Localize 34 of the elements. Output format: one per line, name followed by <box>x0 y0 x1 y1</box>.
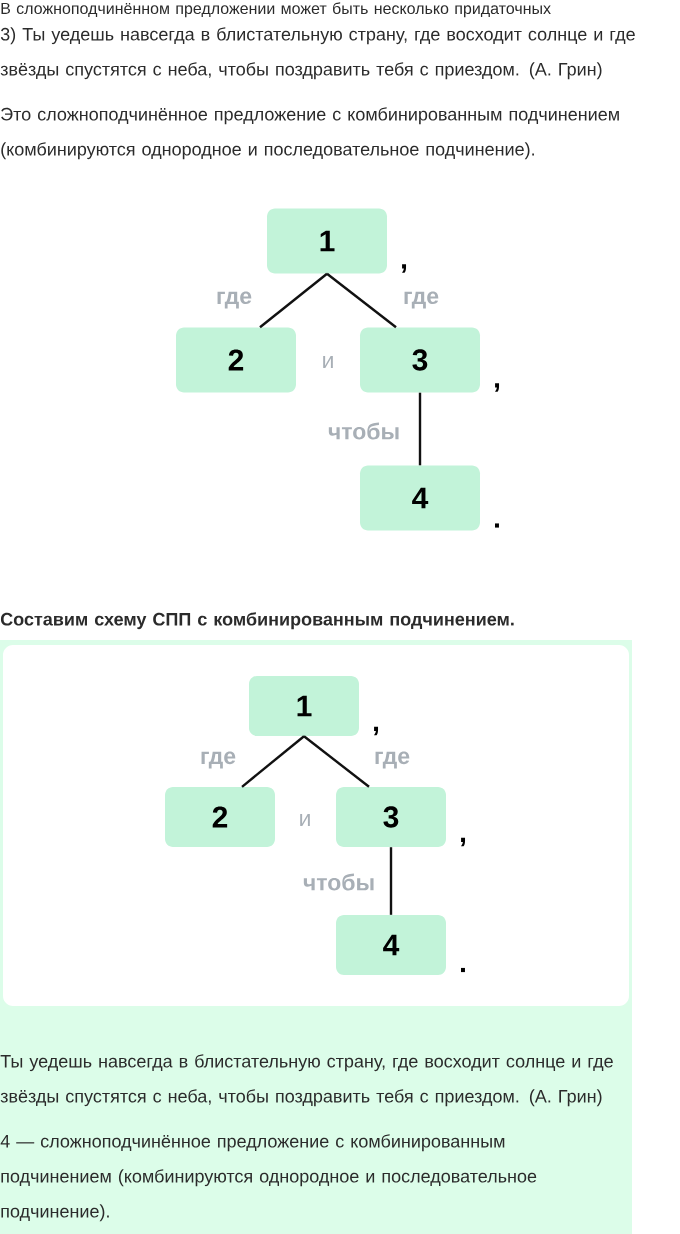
connector-line <box>326 272 397 329</box>
paragraph: 4 — сложноподчинённое предложение с комбинированным подчинением (комбинируются однородное и последовательное подчинение). <box>0 1134 537 1222</box>
connector-line <box>418 392 422 466</box>
punctuation-mark: , <box>495 383 500 392</box>
paragraph: Это сложноподчинённое предложение с комбинированным подчинением (комбинируются однородное и последовательное подчинение). <box>1 107 619 160</box>
conjunction-label: и <box>323 355 333 369</box>
edge-label: где <box>375 751 410 769</box>
connector-line <box>259 272 328 329</box>
clause-box: 3 <box>360 327 480 393</box>
edge-label: где <box>404 291 439 309</box>
paragraph: В сложноподчинённом предложении может быть несколько придаточных <box>1 2 551 18</box>
edge-label: где <box>217 291 252 309</box>
paragraph: Ты уедешь навсегда в блистательную страну, где восходит солнце и где звёзды спустятся с неба, чтобы поздравить тебя с приездом. (А. Грин) <box>0 1054 613 1107</box>
edge-label: чтобы <box>303 873 374 891</box>
edge-label: где <box>201 751 236 769</box>
connector-line <box>303 735 370 788</box>
clause-box: 1 <box>249 676 359 736</box>
punctuation-mark: , <box>374 726 379 736</box>
connector-line <box>241 735 305 788</box>
clause-box: 2 <box>176 327 296 393</box>
connector-line <box>389 847 393 915</box>
clause-box: 2 <box>165 787 275 847</box>
punctuation-mark: . <box>495 523 499 528</box>
clause-box: 3 <box>336 787 446 847</box>
heading: Составим схему СПП с комбинированным подчинением. <box>0 612 514 630</box>
clause-box: 4 <box>360 465 480 531</box>
clause-box: 1 <box>267 208 387 274</box>
clause-box: 4 <box>336 915 446 975</box>
paragraph: 3) Ты уедешь навсегда в блистательную страну, где восходит солнце и где звёзды спустятся с неба, чтобы поздравить тебя с приездом. (А. Грин) <box>0 27 635 80</box>
edge-label: чтобы <box>328 422 399 440</box>
punctuation-mark: . <box>461 967 465 973</box>
punctuation-mark: , <box>461 837 466 847</box>
conjunction-label: и <box>300 813 310 827</box>
punctuation-mark: , <box>402 264 407 273</box>
